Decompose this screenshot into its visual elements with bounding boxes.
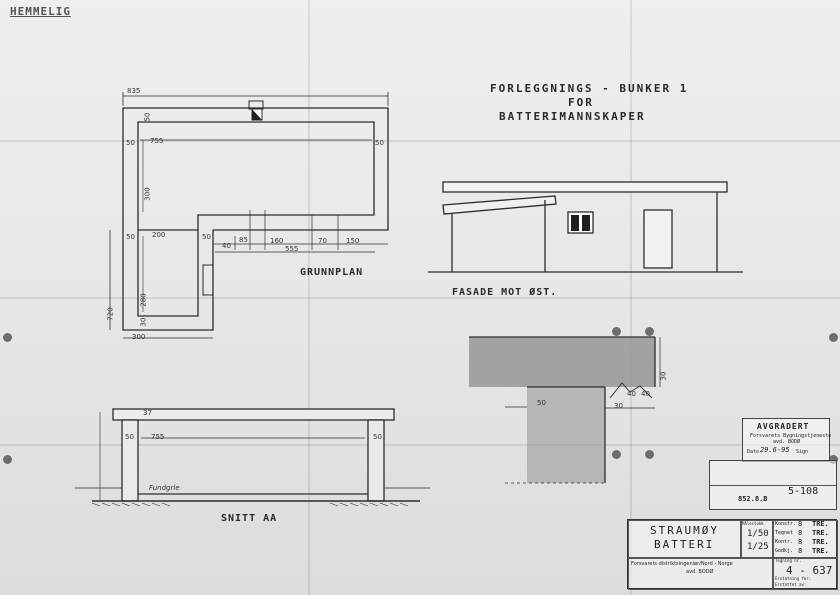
fold-line [308, 0, 310, 595]
plan-dim-seg4: 70 [318, 237, 327, 245]
classification-label: HEMMELIG [10, 5, 71, 18]
title-block-row1-label: Konstr. [775, 521, 797, 527]
punch-hole [645, 327, 654, 336]
plan-dim-seg2: 85 [239, 236, 248, 244]
title-block-scale2: 1/25 [747, 542, 769, 552]
punch-hole [3, 455, 12, 464]
fold-line [0, 444, 840, 446]
punch-hole [645, 450, 654, 459]
stamp-date: 29.6-95 [760, 446, 790, 454]
plan-dim-seg1: 40 [222, 242, 231, 250]
stamp-line2: avd. BODØ [773, 439, 801, 445]
section-dim-roof: 37 [143, 409, 152, 417]
fold-line [630, 0, 632, 595]
detail-dim-height: 30 [659, 371, 668, 381]
punch-hole [612, 450, 621, 459]
title-block-scale-label: Målestokk [742, 521, 764, 526]
elevation-view-label: FASADE MOT ØST. [452, 287, 558, 298]
plan-dim-wall-right: 50 [375, 139, 384, 147]
plan-dim-depth: 280 [139, 293, 148, 307]
plan-dim-top: 835 [127, 87, 141, 95]
title-block-drawing-no-label: Tegning nr. [775, 558, 802, 563]
reference-number: 852.8.B [738, 495, 768, 503]
title-block-row4-val: 8 [798, 547, 803, 555]
plan-outer-wall [122, 107, 389, 331]
title-block-row2-val: 8 [798, 529, 803, 537]
plan-dim-inner-height: 300 [143, 187, 152, 201]
plan-dim-bottom-wall: 30 [139, 317, 148, 327]
section-dim-wall-right: 50 [373, 433, 382, 441]
plan-dim-wall: 50 [143, 112, 152, 122]
declassified-stamp: AVGRADERT Forsvarets Bygningstjeneste av… [742, 418, 832, 462]
title-block-row3-label: Kontr. [775, 539, 794, 545]
plan-dim-seg5: 150 [346, 237, 360, 245]
plan-dim-seg3: 160 [270, 237, 284, 245]
title-block-office: Forsvarets distriktsingeniør/Nord - Norg… [631, 561, 733, 567]
elevation-door [643, 209, 673, 269]
section-roof [112, 408, 395, 421]
section-view-label: SNITT AA [221, 513, 278, 524]
title-block-row2-init: TRE. [812, 529, 829, 537]
title-block-name-line2: BATTERI [654, 538, 715, 551]
plan-dim-wall-lower-left: 50 [126, 233, 135, 241]
plan-dim-bottom: 300 [132, 333, 146, 341]
stamp-sign-label: Sign [796, 449, 809, 455]
title-block-row3-val: 8 [798, 538, 803, 546]
drawing-title-line2: FOR [568, 96, 594, 109]
section-dim-inner: 755 [151, 433, 165, 441]
title-block-drawing-no: 4 - 637 [786, 564, 833, 577]
plan-dim-seg6: 555 [285, 245, 299, 253]
plan-dim-left-total: 720 [106, 307, 115, 321]
punch-hole [829, 333, 838, 342]
title-block-erstattet-label: Erstattet av: [775, 582, 807, 587]
title-block-row2-label: Tegnet [775, 530, 794, 536]
drawing-title-line1: FORLEGGNINGS - BUNKER 1 [490, 82, 689, 95]
detail-dim-seg1: 30 [614, 402, 623, 410]
stamp-title: AVGRADERT [757, 422, 810, 431]
punch-hole [3, 333, 12, 342]
section-floor-label: Fundgrle [149, 484, 180, 492]
stamp-line1: Forsvarets Bygningstjeneste [750, 433, 832, 439]
elevation-roof [442, 181, 728, 193]
title-block: STRAUMØY BATTERI Målestokk 1/50 1/25 Kon… [627, 519, 838, 590]
detail-dim-slab: 50 [537, 399, 546, 407]
title-block-row1-init: TRE. [812, 520, 829, 528]
plan-dim-wall-mid: 50 [202, 233, 211, 241]
plan-inner-wall [137, 121, 375, 317]
detail-dim-seg3: 40 [641, 390, 650, 398]
fold-line [0, 297, 840, 299]
stamp-date-label: Dato [747, 449, 760, 455]
title-block-name-line1: STRAUMØY [650, 524, 719, 537]
title-block-row3-init: TRE. [812, 538, 829, 546]
title-block-row4-label: Godkj. [775, 548, 794, 554]
section-dim-wall-left: 50 [125, 433, 134, 441]
title-block-row4-init: TRE. [812, 547, 829, 555]
drawing-title-line3: BATTERIMANNSKAPER [499, 110, 646, 123]
plan-dim-inner-width: 755 [150, 137, 164, 145]
plan-dim-room-width: 200 [152, 231, 166, 239]
punch-hole [612, 327, 621, 336]
title-block-erstatning-label: Erstatning for: [775, 576, 812, 581]
title-block-scale1: 1/50 [747, 529, 769, 539]
punch-hole [829, 455, 838, 464]
title-block-row1-val: 8 [798, 520, 803, 528]
reference-box: 5-108 852.8.B [709, 460, 837, 510]
title-block-office2: avd. BODØ [686, 569, 714, 575]
reference-code: 5-108 [788, 486, 819, 497]
plan-view-label: GRUNNPLAN [300, 267, 364, 278]
detail-dim-seg2: 40 [627, 390, 636, 398]
plan-dim-wall-left: 50 [126, 139, 135, 147]
fold-line [0, 140, 840, 142]
detail-slab [469, 337, 655, 387]
